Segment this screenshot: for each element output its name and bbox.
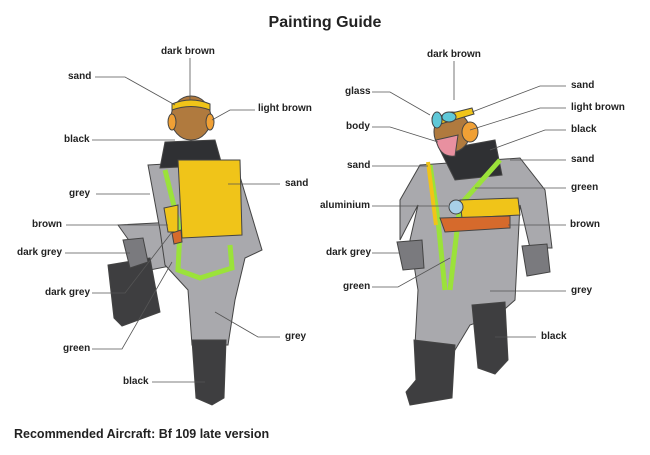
label-back-grey-leg: grey: [285, 331, 307, 342]
label-front-black-boot: black: [541, 331, 567, 342]
label-front-sand-left: sand: [347, 160, 371, 171]
label-back-black: black: [64, 134, 90, 145]
label-front-dark-brown: dark brown: [427, 49, 481, 60]
label-front-glass: glass: [345, 86, 371, 97]
leader-lines: [65, 58, 566, 383]
label-front-sand-strap: sand: [571, 80, 595, 91]
label-front-light-brown: light brown: [571, 102, 625, 113]
label-back-dark-brown: dark brown: [161, 46, 215, 57]
label-front-green-lower: green: [343, 281, 371, 292]
label-front-sand-right: sand: [571, 154, 595, 165]
label-front-brown: brown: [570, 219, 600, 230]
label-front-grey: grey: [571, 285, 593, 296]
label-back-dark-grey-boot: dark grey: [45, 287, 91, 298]
label-back-dark-grey-glove: dark grey: [17, 247, 63, 258]
label-back-black-boot: black: [123, 376, 149, 387]
label-back-brown: brown: [32, 219, 62, 230]
label-back-grey: grey: [69, 188, 91, 199]
back-view-figure: [107, 95, 263, 406]
label-front-black: black: [571, 124, 597, 135]
label-front-body: body: [346, 121, 370, 132]
label-back-sand-pack: sand: [285, 178, 309, 189]
label-front-dark-grey: dark grey: [326, 247, 372, 258]
front-view-figure: [396, 107, 553, 406]
label-back-green: green: [63, 343, 91, 354]
page-title: Painting Guide: [268, 14, 382, 31]
label-back-sand: sand: [68, 71, 92, 82]
label-front-aluminium: aluminium: [320, 200, 371, 211]
label-front-green: green: [571, 182, 599, 193]
recommended-aircraft-note: Recommended Aircraft: Bf 109 late versio…: [14, 427, 270, 441]
label-back-light-brown: light brown: [258, 103, 312, 114]
